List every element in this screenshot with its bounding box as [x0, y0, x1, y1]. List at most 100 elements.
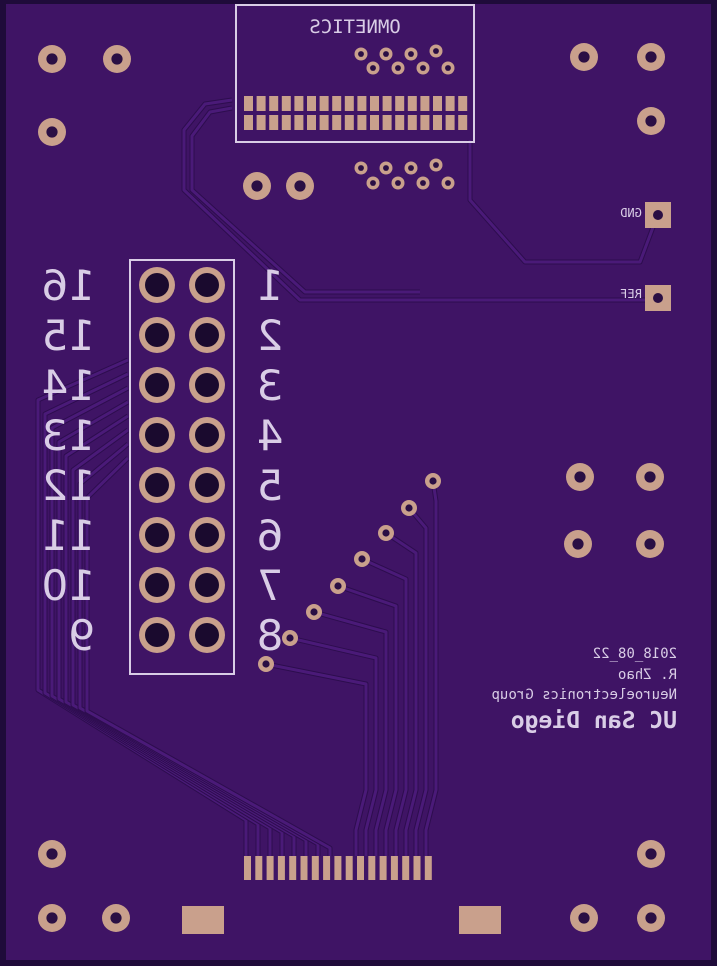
trace-bundle-left-4-core	[64, 414, 296, 856]
header-outline	[129, 259, 235, 675]
mounting-hole-hole	[578, 51, 590, 63]
gnd-label: GND	[620, 206, 642, 220]
mounting-hole-hole	[110, 912, 122, 924]
omnetics-pad-top	[307, 96, 316, 111]
pin-number-left: 10	[42, 561, 95, 610]
omnetics-pad-top	[344, 96, 354, 111]
bottom-connector-pad	[357, 856, 364, 880]
bottom-connector-pad	[413, 856, 421, 880]
pin-number-right-group: 7	[257, 561, 284, 610]
omnetics-pad-bottom	[395, 115, 405, 130]
bottom-connector-pad	[323, 856, 331, 880]
header-pin-hole	[195, 323, 219, 347]
trace-bundle-right-7-core	[265, 662, 368, 856]
omnetics-pad-top	[395, 96, 405, 111]
trace-omnetics-gnd-core	[468, 140, 657, 264]
ref-test-pad-hole	[653, 293, 663, 303]
pin-number-left: 13	[42, 411, 95, 460]
mounting-hole-hole	[574, 471, 586, 483]
trace-bundle-right-3-core	[361, 557, 408, 856]
omnetics-via-hole	[433, 162, 439, 168]
group-label: Neuroelectronics Group	[492, 687, 677, 703]
trace-bundle-left-2-core	[50, 386, 272, 856]
omnetics-pad-top	[458, 96, 468, 111]
omnetics-pad-bottom	[458, 115, 468, 130]
mounting-hole-hole	[644, 471, 656, 483]
trace-bundle-right-2-core	[385, 531, 418, 856]
header-pin-hole	[195, 523, 219, 547]
omnetics-pad-top	[420, 96, 430, 111]
bottom-connector-pad	[368, 856, 376, 880]
pin-number-left: 11	[42, 511, 95, 560]
bottom-connector-pad	[379, 856, 387, 880]
omnetics-pad-bottom	[244, 115, 253, 130]
pin-number-left-group: 13	[42, 411, 95, 460]
mounting-hole-hole	[572, 538, 584, 550]
header-pin-hole	[195, 423, 219, 447]
mounting-hole-hole	[46, 53, 58, 65]
bottom-connector-pad	[390, 856, 398, 880]
header-pin-hole	[145, 423, 169, 447]
signal-via-hole	[429, 477, 437, 485]
trace-bundle-right-5-core	[313, 610, 388, 856]
omnetics-via-hole	[433, 48, 439, 54]
omnetics-pad-bottom	[382, 115, 392, 130]
bottom-connector-pad	[402, 856, 410, 880]
pin-number-right: 4	[257, 411, 284, 460]
omnetics-pad-bottom	[307, 115, 316, 130]
omnetics-pad-bottom	[433, 115, 442, 130]
pin-number-right: 5	[257, 461, 284, 510]
pin-number-right: 1	[257, 261, 284, 310]
pin-number-left-group: 10	[42, 561, 95, 610]
header-pin-hole	[195, 473, 219, 497]
pin-number-right: 8	[257, 611, 284, 660]
pin-number-left-group: 16	[42, 261, 95, 310]
signal-via-hole	[262, 660, 270, 668]
pin-number-left: 14	[42, 361, 95, 410]
omnetics-pad-top	[370, 96, 379, 111]
bottom-right-smt-pad	[459, 906, 501, 934]
trace-layer	[35, 97, 658, 856]
bottom-connector-pads	[244, 856, 432, 880]
pin-number-left-group: 12	[42, 461, 95, 510]
bottom-connector-pad	[266, 856, 274, 880]
trace-bundle-right-1-core	[407, 507, 428, 856]
bottom-connector-pad	[424, 856, 432, 880]
signal-via-hole	[382, 529, 390, 537]
omnetics-pad-top	[281, 96, 291, 111]
omnetics-pad-bottom	[294, 115, 304, 130]
bottom-connector-pad	[311, 856, 319, 880]
omnetics-pad-bottom	[344, 115, 354, 130]
omnetics-pad-top	[294, 96, 304, 111]
omnetics-pad-bottom	[357, 115, 367, 130]
omnetics-pad-bottom	[445, 115, 455, 130]
omnetics-via-hole	[383, 165, 389, 171]
header-pin-hole	[145, 573, 169, 597]
omnetics-via-hole	[370, 180, 376, 186]
bottom-connector-pad	[345, 856, 353, 880]
omnetics-via-hole	[408, 165, 414, 171]
pin-number-right-group: 8	[257, 611, 284, 660]
omnetics-pad-bottom	[256, 115, 266, 130]
trace-bundle-left-1-core	[43, 372, 260, 856]
bottom-left-smt-pad	[182, 906, 224, 934]
omnetics-pad-bottom	[420, 115, 430, 130]
omnetics-via-hole	[383, 51, 389, 57]
trace-bundle-left-7-core	[85, 456, 332, 856]
omnetics-pad-top	[357, 96, 367, 111]
trace-bundle-left-3-core	[57, 400, 284, 856]
pin-number-right-group: 5	[257, 461, 284, 510]
mounting-hole-hole	[46, 126, 58, 138]
omnetics-pad-bottom	[332, 115, 342, 130]
pin-number-left: 16	[42, 261, 95, 310]
gnd-test-pad-hole	[653, 210, 663, 220]
signal-via-hole	[334, 582, 342, 590]
omnetics-pad-row	[244, 96, 468, 130]
test-pads	[645, 202, 671, 311]
mounting-hole-hole	[644, 538, 656, 550]
institution-label: UC San Diego	[511, 708, 677, 734]
pin-number-left: 9	[68, 611, 95, 660]
header-pin-hole	[195, 573, 219, 597]
